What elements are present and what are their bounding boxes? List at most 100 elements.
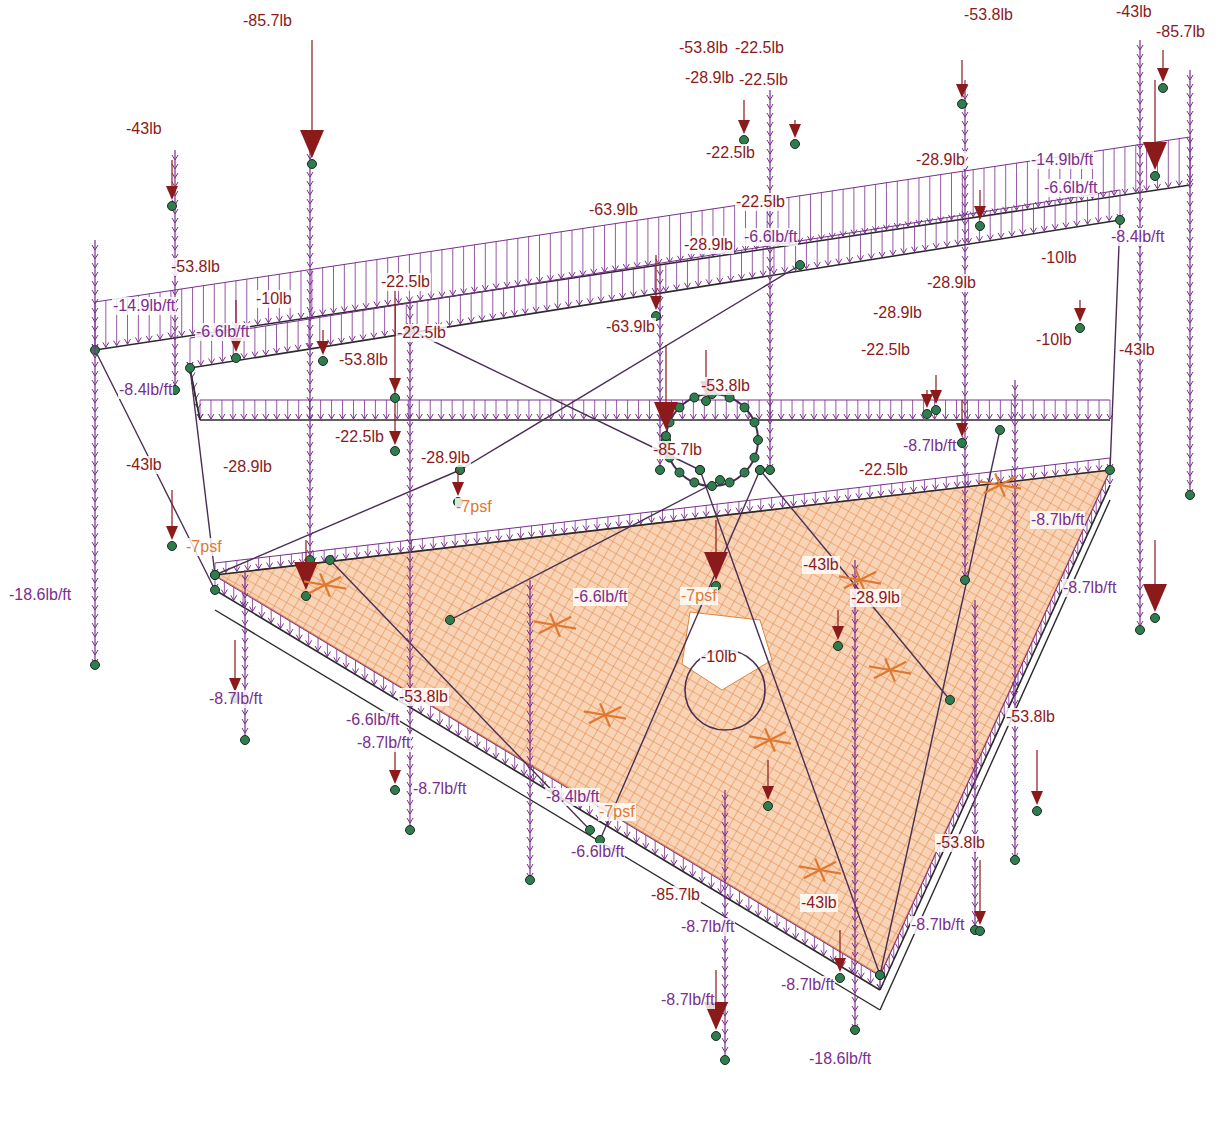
load-arrowhead (1187, 264, 1193, 269)
member-line (215, 590, 880, 990)
load-arrowhead (407, 359, 413, 364)
load-label: -6.6lb/ft (743, 228, 798, 246)
member-line (430, 706, 431, 719)
member-line (1000, 400, 1001, 419)
load-arrowhead (92, 641, 98, 646)
member-line (555, 625, 576, 629)
load-arrowhead (767, 401, 773, 406)
member-line (299, 627, 300, 640)
load-arrowhead (722, 1020, 728, 1025)
load-arrowhead (1096, 465, 1102, 470)
load-arrowhead (320, 310, 326, 315)
slab-opening (682, 612, 772, 690)
member-line (589, 715, 605, 723)
load-arrowhead (1020, 229, 1026, 234)
node-dot (391, 786, 400, 795)
load-arrowhead (92, 542, 98, 547)
node-dot (958, 100, 967, 109)
member-line (973, 170, 974, 217)
load-arrowhead (1144, 186, 1150, 191)
member-line (709, 255, 710, 284)
load-arrowhead (767, 257, 773, 262)
load-arrowhead (972, 749, 978, 754)
load-arrowhead (372, 414, 378, 419)
load-label: -53.8lb (338, 351, 389, 369)
member-line (759, 400, 760, 419)
load-arrowhead (722, 813, 728, 818)
load-arrowhead (852, 736, 858, 741)
load-arrowhead (605, 523, 611, 528)
load-arrowhead (1137, 54, 1143, 59)
load-arrowhead (242, 665, 248, 670)
load-arrowhead (307, 379, 313, 384)
load-arrowhead (767, 140, 773, 145)
load-label: -10lb (700, 648, 738, 666)
load-arrowhead (504, 282, 510, 287)
member-line (786, 920, 787, 933)
load-arrowhead (1012, 529, 1018, 534)
load-arrowhead (736, 508, 742, 513)
load-arrowhead (1012, 826, 1018, 831)
load-arrowhead (307, 523, 313, 528)
member-line (673, 852, 674, 865)
member-line (918, 178, 919, 225)
load-arrowhead (852, 961, 858, 966)
load-arrowhead (276, 316, 282, 321)
load-arrowhead (722, 903, 728, 908)
load-arrowhead (407, 503, 413, 508)
load-arrowhead (972, 857, 978, 862)
member-line (181, 289, 182, 336)
load-arrowhead (962, 211, 968, 216)
member-line (289, 621, 290, 634)
load-arrowhead (962, 328, 968, 333)
node-dot (932, 406, 941, 415)
load-arrowhead (962, 418, 968, 423)
load-arrowhead (1031, 473, 1037, 478)
member-line (990, 734, 991, 747)
load-arrowhead (219, 414, 225, 419)
node-dot (391, 394, 400, 403)
load-arrowhead (92, 632, 98, 637)
load-arrowhead (962, 346, 968, 351)
load-arrowhead (450, 290, 456, 295)
member-line (823, 942, 824, 955)
load-arrowhead (407, 557, 413, 562)
load-arrowhead (550, 529, 556, 534)
member-line (528, 237, 529, 284)
member-line (810, 194, 811, 241)
member-line (951, 173, 952, 220)
member-line (1076, 197, 1077, 226)
member-line (833, 948, 834, 961)
member-line (935, 855, 936, 868)
load-arrowhead (722, 1038, 728, 1043)
load-arrowhead (722, 984, 728, 989)
member-line (726, 400, 727, 419)
load-arrowhead (972, 794, 978, 799)
load-arrowhead (371, 333, 377, 338)
load-arrowhead (852, 898, 858, 903)
member-line (367, 545, 368, 556)
load-arrowhead (1012, 763, 1018, 768)
load-arrowhead (307, 172, 313, 177)
member-line (795, 925, 796, 938)
load-arrowhead (407, 476, 413, 481)
load-arrowhead (439, 292, 445, 297)
load-arrowhead (407, 521, 413, 526)
load-arrowhead (833, 414, 839, 419)
load-arrowhead (852, 781, 858, 786)
load-arrowhead (706, 279, 712, 284)
member-line (804, 494, 805, 505)
node-dot (232, 354, 241, 363)
point-load-arrow (317, 341, 329, 355)
member-line (355, 263, 356, 310)
load-arrowhead (922, 245, 928, 250)
member-line (517, 400, 518, 419)
load-arrowhead (1107, 479, 1113, 484)
member-line (1068, 562, 1069, 575)
point-load-arrow (704, 552, 728, 580)
load-arrowhead (855, 414, 861, 419)
member-line (886, 183, 887, 230)
load-arrowhead (307, 262, 313, 267)
load-arrowhead (657, 342, 663, 347)
load-arrowhead (576, 300, 582, 305)
